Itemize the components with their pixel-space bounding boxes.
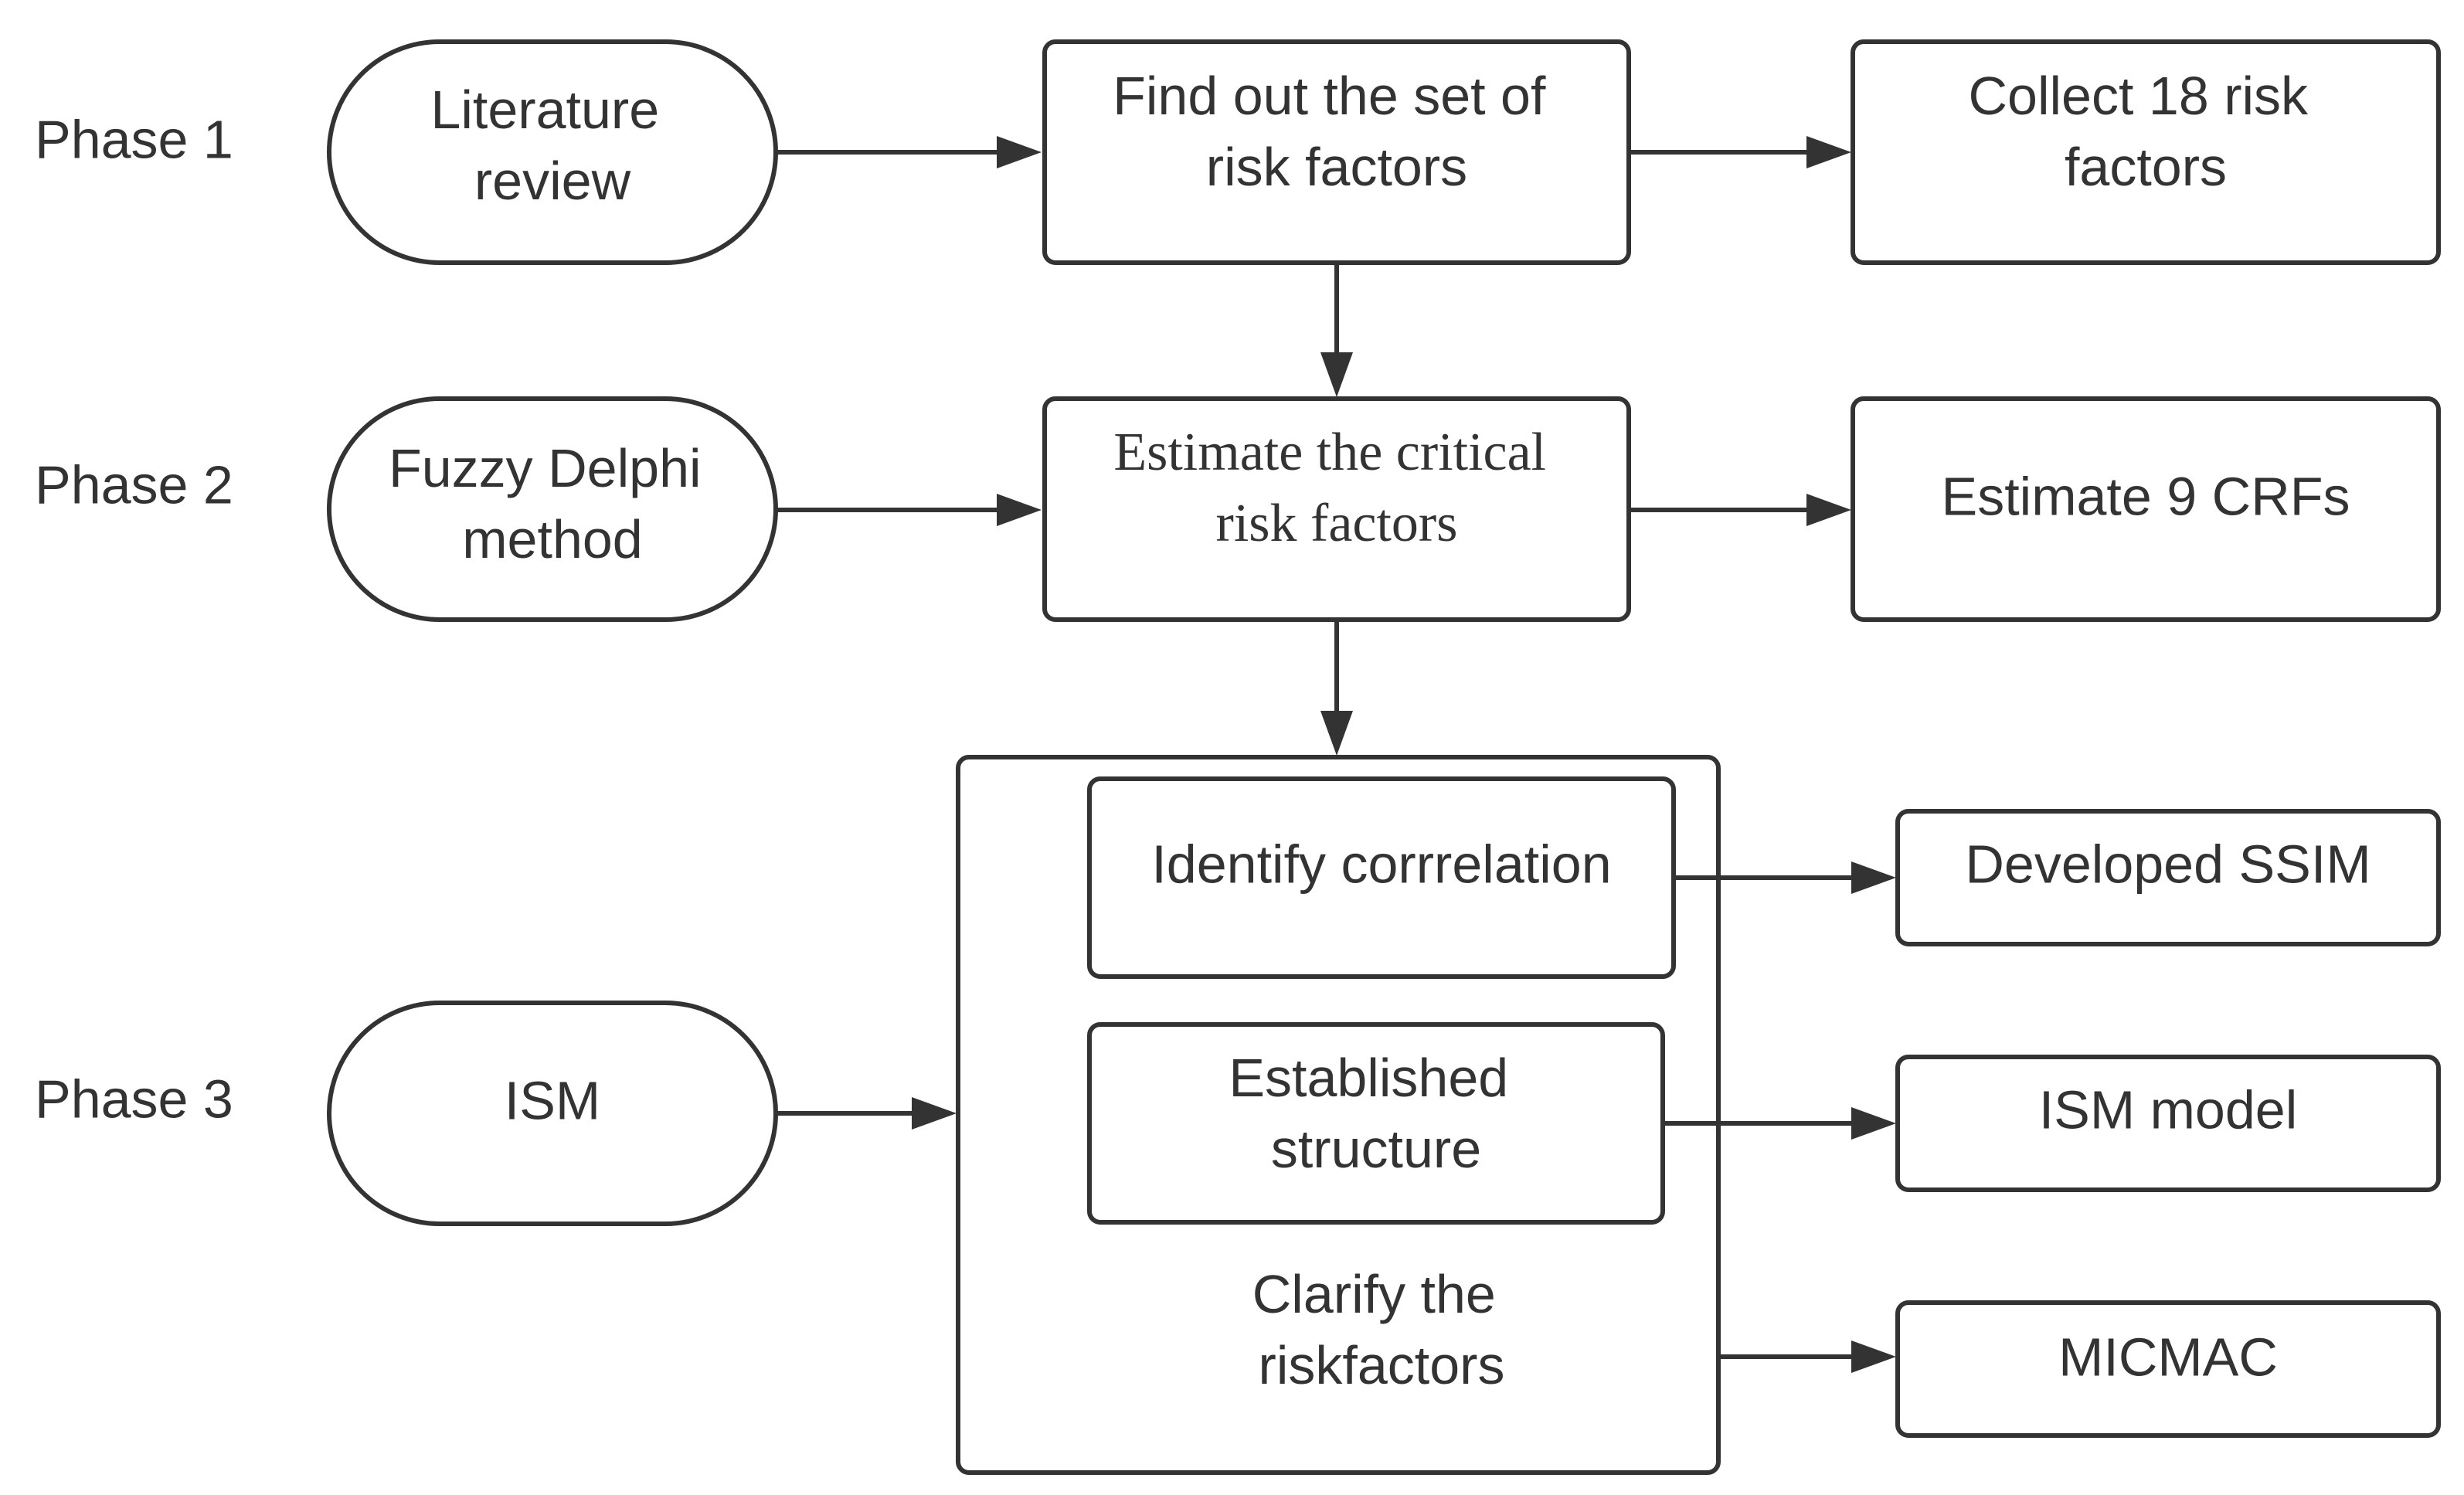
- svg-text:Collect 18 risk factors: Collect 18 risk factors: [1968, 66, 2323, 197]
- method-fuzzy-delphi: Fuzzy Delphi method: [327, 396, 778, 622]
- arrowhead-correlation-to-ssim: [1851, 861, 1896, 894]
- output-micmac-label: MICMAC: [2058, 1327, 2278, 1387]
- phase-3-container: Identify corrrelation Established struct…: [956, 755, 1721, 1475]
- method-literature-review-line-2: review: [474, 151, 631, 211]
- output-collect-18-line-1: Collect 18 risk: [1968, 66, 2309, 126]
- method-ism: ISM: [327, 1001, 778, 1226]
- output-estimate-9-crfs-label: Estimate 9 CRFs: [1942, 466, 2350, 526]
- output-collect-18-line-2: factors: [2065, 137, 2227, 197]
- step-find-risk-factors-line-2: risk factors: [1206, 137, 1467, 197]
- step-find-risk-factors-line-1: Find out the set of: [1113, 66, 1546, 126]
- output-micmac: MICMAC: [1895, 1300, 2441, 1438]
- sub-step-established-structure-line-1: Established: [1229, 1048, 1508, 1108]
- arrowhead-find-to-collect: [1806, 136, 1851, 168]
- step-find-risk-factors: Find out the set of risk factors: [1042, 39, 1631, 265]
- arrowhead-clarify-to-micmac: [1851, 1340, 1896, 1373]
- phase-3-label: Phase 3: [35, 1069, 233, 1129]
- arrowhead-fuzzy-to-estimate: [997, 494, 1042, 526]
- sub-step-identify-correlation-label: Identify corrrelation: [1151, 834, 1611, 894]
- phase-1-label: Phase 1: [35, 109, 233, 169]
- arrowhead-literature-to-find: [997, 136, 1042, 168]
- sub-step-identify-correlation: Identify corrrelation: [1087, 776, 1676, 979]
- arrowhead-find-to-estimate: [1320, 352, 1353, 397]
- output-ism-model: ISM model: [1895, 1055, 2441, 1192]
- step-estimate-critical-risk-factors: Estimate the critical risk factors: [1042, 396, 1631, 622]
- step-estimate-critical-line-2: risk factors: [1216, 494, 1458, 553]
- output-collect-18-risk-factors: Collect 18 risk factors: [1851, 39, 2441, 265]
- method-ism-label: ISM: [505, 1070, 600, 1130]
- phase-2-label: Phase 2: [35, 454, 233, 515]
- method-literature-review: Literature review: [327, 39, 778, 265]
- output-developed-ssim-label: Developed SSIM: [1965, 834, 2371, 894]
- phase-3-caption-line-1: Clarify the: [1252, 1264, 1496, 1324]
- method-fuzzy-delphi-line-1: Fuzzy Delphi: [389, 438, 702, 498]
- connectors: [776, 136, 1896, 1373]
- method-literature-review-line-1: Literature: [430, 80, 659, 140]
- output-estimate-9-crfs: Estimate 9 CRFs: [1851, 396, 2441, 622]
- arrowhead-structure-to-ism-model: [1851, 1107, 1896, 1140]
- arrowhead-estimate-to-container: [1320, 711, 1353, 756]
- phase-3-caption-line-2: riskfactors: [1259, 1335, 1505, 1395]
- svg-text:Clarify the riskfactors: Clarify the riskfactors: [1252, 1264, 1511, 1395]
- output-developed-ssim: Developed SSIM: [1895, 809, 2441, 946]
- svg-text:Established structure: Established structure: [1229, 1048, 1523, 1179]
- svg-text:Find out the set of risk: Find out the set of risk factors: [1113, 66, 1561, 197]
- step-estimate-critical-line-1: Estimate the critical: [1113, 423, 1546, 482]
- output-ism-model-label: ISM model: [2039, 1079, 2298, 1140]
- svg-text:Literature review: Literature review: [430, 80, 674, 211]
- svg-text:Fuzzy Delphi method: Fuzzy Delphi method: [389, 438, 716, 569]
- arrowhead-ism-to-container: [912, 1097, 957, 1130]
- svg-text:Estimate the critical ri: Estimate the critical risk factors: [1113, 423, 1559, 553]
- method-fuzzy-delphi-line-2: method: [462, 509, 642, 569]
- sub-step-established-structure-line-2: structure: [1271, 1119, 1481, 1179]
- sub-step-established-structure: Established structure: [1087, 1022, 1665, 1225]
- arrowhead-estimate-to-crfs: [1806, 494, 1851, 526]
